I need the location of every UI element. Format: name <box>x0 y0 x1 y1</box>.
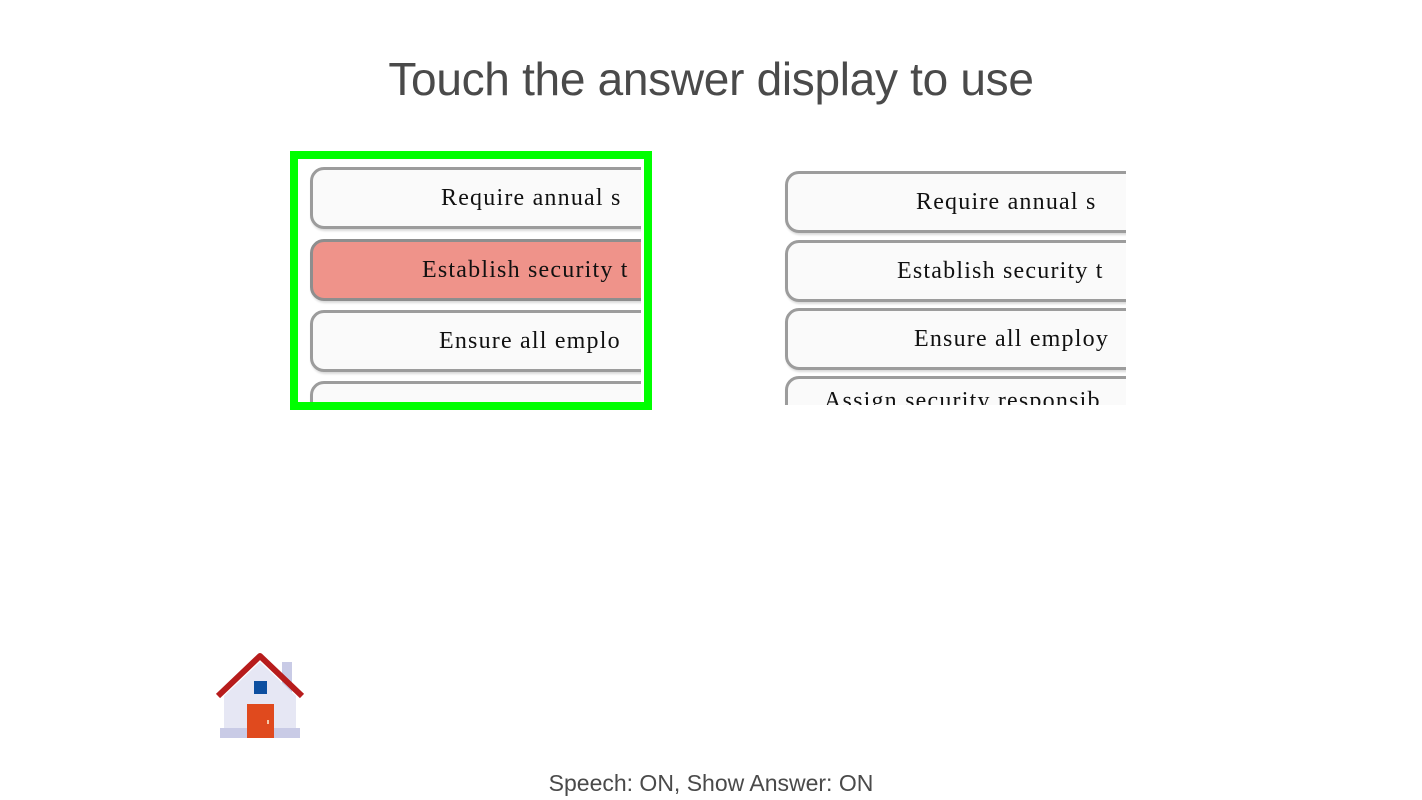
answer-option: Ensure all employ <box>785 308 1126 370</box>
home-icon <box>215 653 305 738</box>
home-button[interactable] <box>214 650 306 742</box>
answer-display-1[interactable]: Require annual s Establish security t En… <box>290 151 652 410</box>
status-text: Speech: ON, Show Answer: ON <box>548 770 874 796</box>
answer-option-highlighted: Establish security t <box>310 239 641 301</box>
answer-option <box>310 381 641 402</box>
answer-option: Require annual s <box>310 167 641 229</box>
answer-option: Establish security t <box>785 240 1126 302</box>
answer-option: Require annual s <box>785 171 1126 233</box>
answer-display-2[interactable]: Require annual s Establish security t En… <box>780 165 1126 405</box>
answer-option: Assign security responsib <box>785 376 1126 405</box>
answer-option: Ensure all emplo <box>310 310 641 372</box>
page-title: Touch the answer display to use <box>388 53 1034 105</box>
